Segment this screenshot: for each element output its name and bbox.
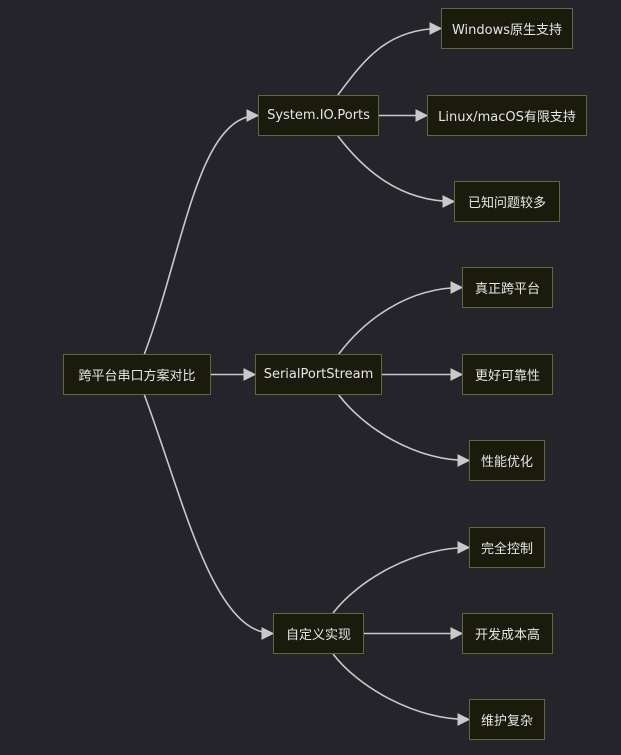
node-system-io-ports[interactable]: System.IO.Ports [258, 95, 379, 136]
node-serial-port-stream[interactable]: SerialPortStream [255, 354, 382, 395]
node-label: 跨平台串口方案对比 [78, 369, 196, 384]
edge-root-to-system-io-ports [143, 109, 260, 355]
node-label: 性能优化 [480, 455, 533, 470]
node-root[interactable]: 跨平台串口方案对比 [63, 354, 211, 395]
edge-root-to-custom-implementation [143, 394, 275, 640]
node-label: 真正跨平台 [474, 282, 540, 297]
node-complex-maintenance[interactable]: 维护复杂 [469, 699, 545, 740]
node-label: 完全控制 [480, 542, 533, 557]
node-label: SerialPortStream [263, 367, 374, 382]
node-label: 维护复杂 [480, 714, 533, 729]
node-label: Linux/macOS有限支持 [438, 110, 576, 125]
node-windows-native[interactable]: Windows原生支持 [441, 8, 573, 49]
edge-custom-implementation-to-complex-maintenance [332, 653, 471, 726]
node-custom-implementation[interactable]: 自定义实现 [273, 613, 364, 654]
node-label: 开发成本高 [474, 628, 540, 643]
edge-system-io-ports-to-windows-native [337, 22, 443, 96]
node-true-cross-platform[interactable]: 真正跨平台 [462, 267, 553, 308]
edge-system-io-ports-to-known-issues [337, 135, 456, 208]
node-label: Windows原生支持 [451, 23, 563, 38]
node-more-reliable[interactable]: 更好可靠性 [462, 354, 553, 395]
node-label: System.IO.Ports [267, 108, 370, 123]
node-known-issues[interactable]: 已知问题较多 [454, 181, 560, 222]
edge-custom-implementation-to-full-control [332, 541, 471, 614]
node-label: 自定义实现 [285, 628, 351, 643]
node-label: 已知问题较多 [467, 196, 546, 211]
edge-serial-port-stream-to-performance-optimized [338, 394, 471, 467]
node-label: 更好可靠性 [474, 369, 540, 384]
node-full-control[interactable]: 完全控制 [469, 527, 545, 568]
node-linux-macos-limited[interactable]: Linux/macOS有限支持 [427, 95, 587, 136]
edge-serial-port-stream-to-true-cross-platform [338, 281, 464, 355]
node-high-dev-cost[interactable]: 开发成本高 [462, 613, 553, 654]
node-performance-optimized[interactable]: 性能优化 [469, 440, 545, 481]
